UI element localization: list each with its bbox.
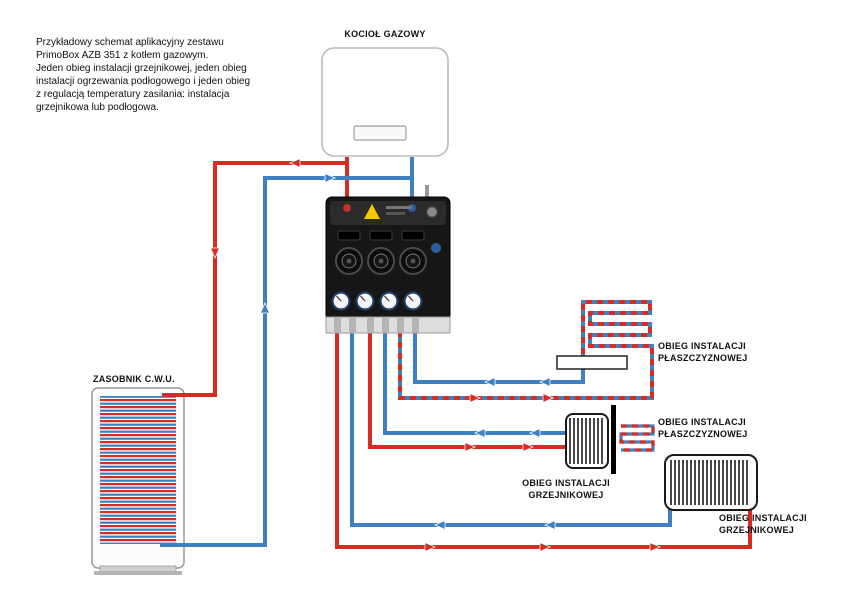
floor-slab [556,355,628,370]
return-pipes [160,157,672,547]
boiler-label: KOCIOŁ GAZOWY [344,29,426,39]
radiator-circuit-2-label: OBIEG INSTALACJI GRZEJNIKOWEJ [719,513,807,535]
boiler-display [353,125,407,141]
description-text: Przykładowy schemat aplikacyjny zestawu … [36,37,251,113]
floor-circuit-2-label: OBIEG INSTALACJI PŁASZCZYZNOWEJ [658,417,748,439]
pump-2 [367,247,395,275]
separator-bar [611,405,616,474]
pump-3 [399,247,427,275]
floor-circuit-1-label: OBIEG INSTALACJI PŁASZCZYZNOWEJ [658,341,748,363]
radiator-circuit-1-label: OBIEG INSTALACJI GRZEJNIKOWEJ [522,478,610,500]
gauges [331,291,423,311]
tank-coil [100,396,176,544]
hot-water-tank [91,387,185,575]
tank-label: ZASOBNIK C.W.U. [93,374,175,384]
primobox-unit [325,185,451,334]
flow-arrows [209,157,661,553]
gas-boiler [321,47,449,157]
mixed-supply-pipes [398,300,654,400]
small-floor-coil [619,424,655,452]
radiator-middle [565,413,609,469]
pump-1 [335,247,363,275]
radiator-bottom [664,454,758,511]
warning-icon [364,204,380,219]
